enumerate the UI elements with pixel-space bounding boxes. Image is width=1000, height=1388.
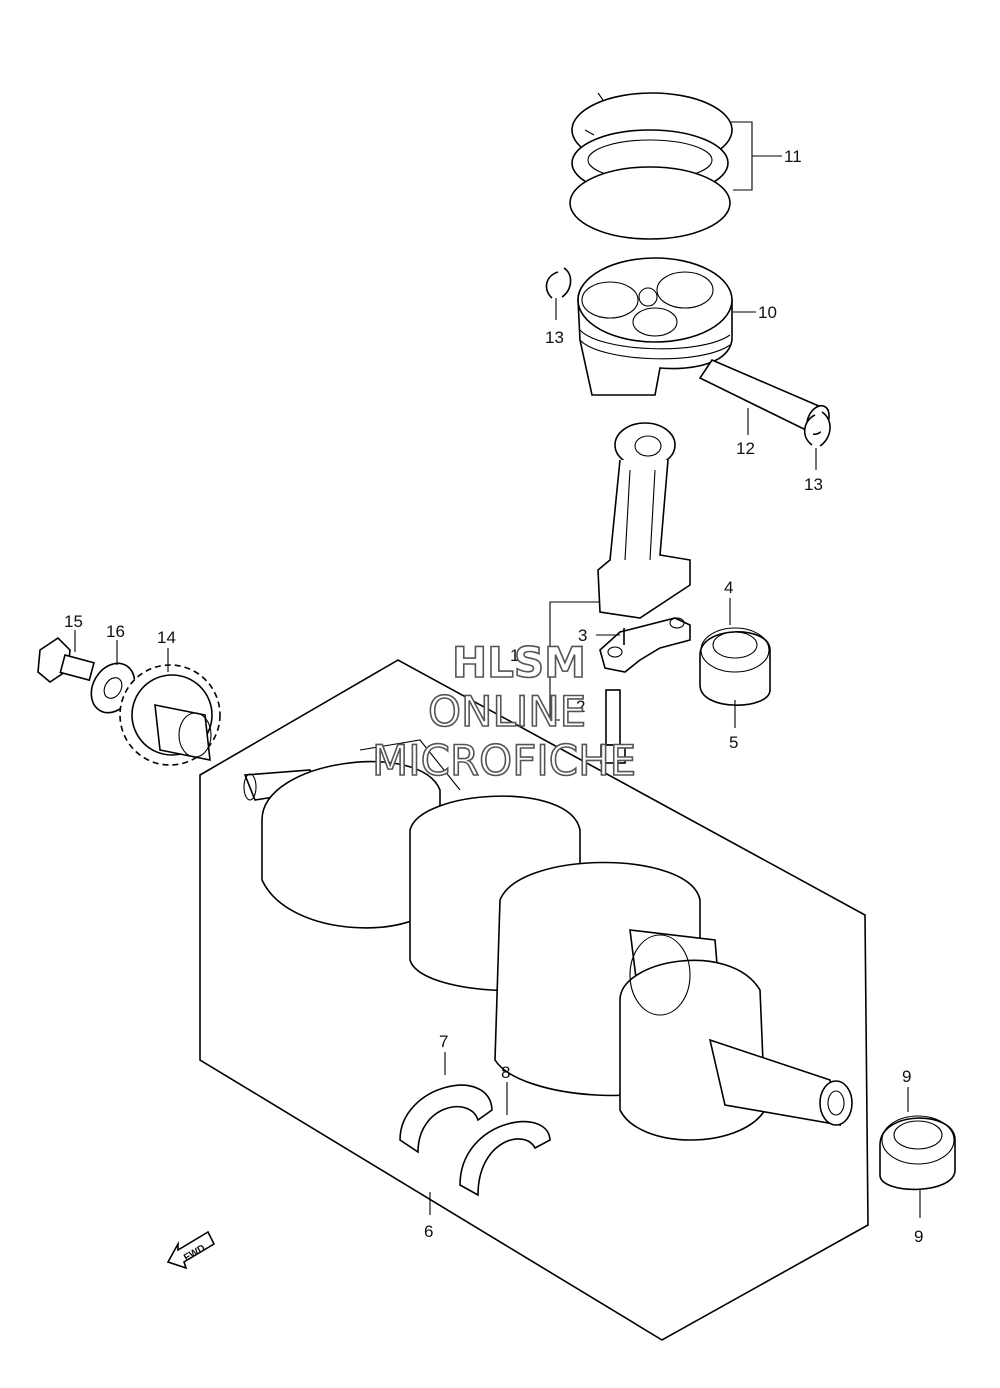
callout-14: 14	[157, 628, 176, 647]
callout-8: 8	[501, 1063, 510, 1082]
leader-1	[549, 601, 600, 721]
leader-11	[730, 121, 782, 191]
circlip-right[interactable]	[803, 411, 831, 447]
callout-16: 16	[106, 622, 125, 641]
crank-gear[interactable]	[119, 664, 221, 766]
rod-bolt[interactable]	[600, 689, 626, 764]
connecting-rod[interactable]	[597, 422, 691, 673]
crankshaft-assembly-frame	[199, 659, 869, 1341]
callout-12: 12	[736, 439, 755, 458]
piston[interactable]	[577, 257, 733, 396]
gear-bolt[interactable]	[37, 636, 95, 683]
callout-10: 10	[758, 303, 777, 322]
crankshaft[interactable]	[243, 739, 853, 1141]
callout-13-right: 13	[804, 475, 823, 494]
fwd-arrow-icon: FWD	[166, 1230, 216, 1270]
callout-1: 1	[510, 646, 519, 665]
callout-9-bottom: 9	[914, 1227, 923, 1246]
main-bearing[interactable]	[879, 1115, 956, 1191]
callout-4: 4	[724, 578, 733, 597]
callout-15: 15	[64, 612, 83, 631]
callout-9-top: 9	[902, 1067, 911, 1086]
callout-6: 6	[424, 1222, 433, 1241]
callout-7: 7	[439, 1032, 448, 1051]
callout-3: 3	[578, 626, 587, 645]
watermark-line1: HLSM	[452, 638, 586, 687]
piston-rings[interactable]	[569, 92, 733, 240]
thrust-washer-8[interactable]	[459, 1120, 551, 1197]
callout-11: 11	[784, 147, 802, 166]
thrust-washer-7[interactable]	[399, 1084, 493, 1154]
watermark-line3: MICROFICHE	[372, 736, 636, 785]
callout-13-left: 13	[545, 328, 564, 347]
watermark-line2: ONLINE	[428, 687, 586, 736]
crank-bearing-4-5[interactable]	[699, 627, 771, 706]
circlip-left[interactable]	[545, 267, 572, 299]
callout-5: 5	[729, 733, 738, 752]
watermark: HLSM ONLINE MICROFICHE	[371, 637, 637, 786]
callout-2: 2	[576, 697, 585, 716]
